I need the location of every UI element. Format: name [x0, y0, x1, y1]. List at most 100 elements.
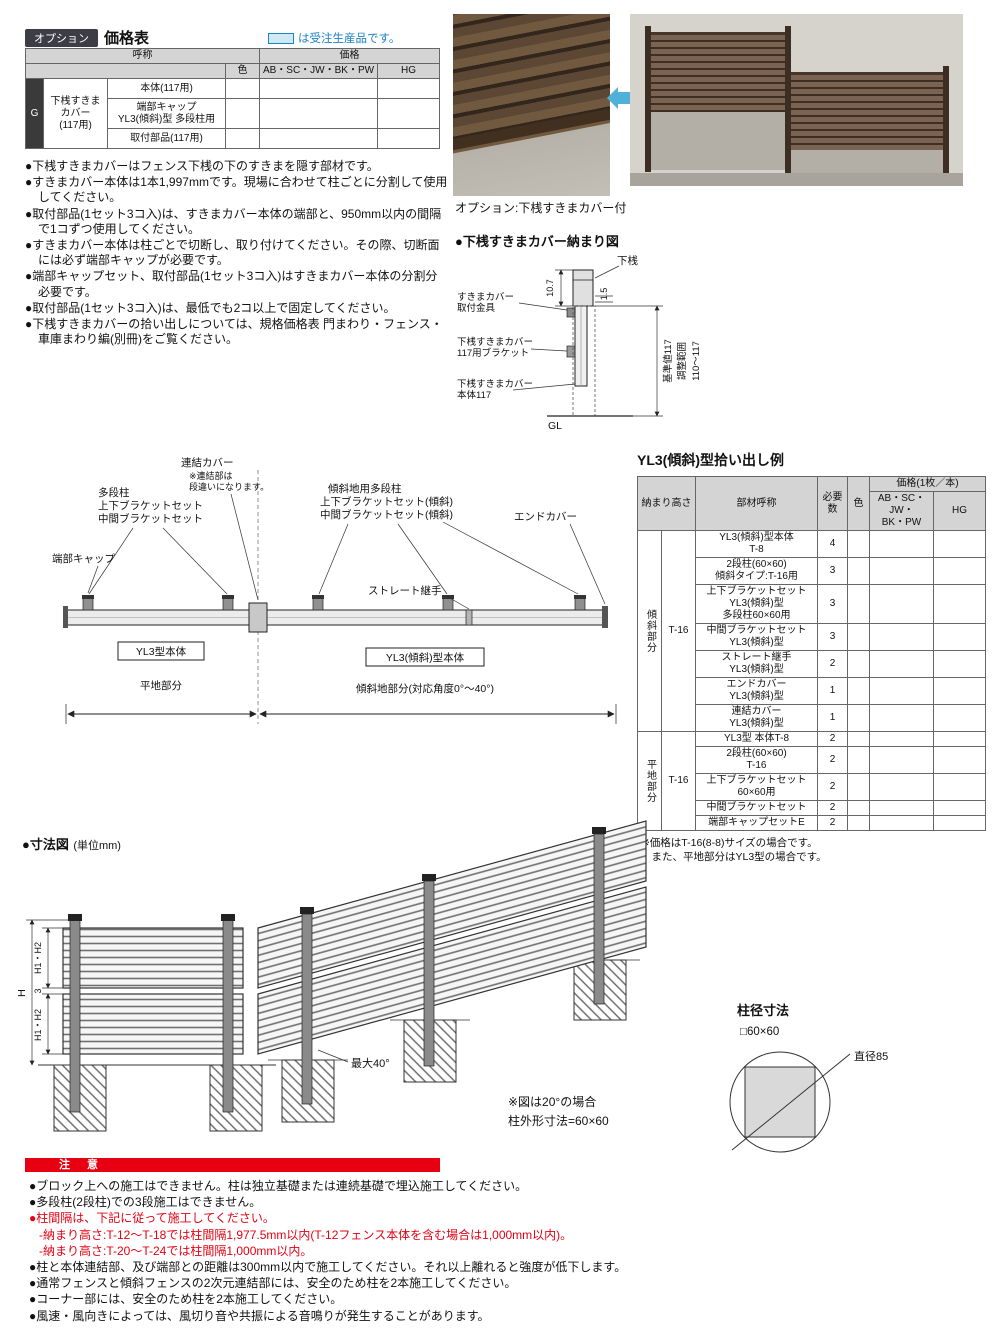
header-part: 部材呼称 [695, 476, 818, 531]
color-cell [847, 815, 870, 831]
area-flat: 平地部分 [637, 731, 662, 831]
g-marker: G [25, 78, 44, 149]
price-ab-cell [869, 800, 934, 816]
note-item: ●端部キャップセット、取付部品(1セット3コ入)はすきまカバー本体の分割分必要で… [25, 269, 438, 299]
group-name: 下桟すきま カバー (117用) [43, 78, 108, 149]
color-cell [847, 530, 870, 558]
label-bracket-1: 下桟すきまカバー [457, 336, 533, 348]
label-chosei: 調整範囲 [676, 342, 688, 380]
area-slope-height: T-16 [661, 530, 696, 732]
pickup-section: YL3(傾斜)型拾い出し例 納まり高さ 部材呼称 必要数 色 価格(1枚／本) … [637, 450, 987, 864]
dim-1-5: 1.5 [599, 288, 609, 301]
label-yl3-body: YL3型本体 [136, 645, 187, 658]
qty: 2 [817, 815, 848, 831]
caution-item: ●多段柱(2段柱)での3段施工はできません。 [29, 1195, 262, 1210]
part-name: YL3(傾斜)型本体 T-8 [695, 530, 818, 558]
caution-section: 注 意 ●ブロック上への施工はできません。柱は独立基礎または連続基礎で埋込施工し… [25, 1158, 985, 1324]
price-row: 端部キャップ YL3(傾斜)型 多段柱用 [26, 98, 440, 129]
label-straight-joint: ストレート継手 [368, 584, 442, 597]
header-hg: HG [377, 63, 440, 79]
part-name: 2段柱(60×60) T-16 [695, 746, 818, 774]
diagonal-line [731, 1053, 851, 1151]
header-height: 納まり高さ [637, 476, 696, 531]
item-name: 取付部品(117用) [107, 128, 226, 149]
diameter-circle [729, 1051, 831, 1153]
diameter-label: 直径85 [854, 1049, 888, 1063]
label-tadan-2: 上下ブラケットセット [98, 499, 203, 512]
drawing-note-1: ※図は20°の場合 [508, 1094, 596, 1109]
pickup-row: ストレート継手 YL3(傾斜)型 2 [638, 650, 987, 678]
price-hg-cell [932, 815, 987, 831]
header-price: 価格(1枚／本) [868, 476, 987, 492]
sunpo-title-row: ●寸法図 (単位mm) [22, 834, 121, 854]
price-hg-cell [932, 677, 987, 705]
pickup-row: 2段柱(60×60) 傾斜タイプ:T-16用 3 [638, 557, 987, 585]
dim-gap-3: 3 [33, 988, 43, 993]
qty: 2 [817, 746, 848, 774]
pickup-table: 納まり高さ 部材呼称 必要数 色 価格(1枚／本) AB・SC・JW・ BK・P… [637, 476, 987, 831]
color-cell [847, 677, 870, 705]
post-size-diagram: 直径85 [729, 1049, 888, 1153]
caution-banner: 注 意 [25, 1158, 440, 1172]
price-ab-cell [869, 773, 934, 801]
price-ab-cell [869, 677, 934, 705]
assembly-diagram: 連結カバー ※連結部は 段違いになります。 多段柱 上下ブラケットセット 中間ブ… [52, 456, 617, 724]
part-name: 端部キャップセットE [695, 815, 818, 831]
part-name: 上下ブラケットセット 60×60用 [695, 773, 818, 801]
pickup-row: 中間ブラケットセット 2 [638, 800, 987, 816]
color-cell [847, 800, 870, 816]
label-kijun: 基準値117 [662, 339, 674, 383]
qty: 1 [817, 677, 848, 705]
drawing-note-2: 柱外形寸法=60×60 [508, 1113, 609, 1128]
dimension-lines [26, 919, 349, 1066]
photo-caption: オプション:下桟すきまカバー付 [455, 201, 627, 215]
note-item: ●下桟すきまカバーはフェンス下桟の下のすきまを隠す部材です。 [25, 159, 379, 173]
note-item: ●すきまカバー本体は1本1,997mmです。現場に合わせて柱ごとに分割して使用し… [25, 175, 448, 205]
part-name: エンドカバー YL3(傾斜)型 [695, 677, 818, 705]
fence-bar [63, 602, 608, 633]
post-square [744, 1066, 816, 1138]
price-hg-cell [377, 98, 440, 129]
color-cell [225, 128, 260, 149]
header-spacer [25, 63, 226, 79]
label-kanagu-1: すきまカバー [457, 292, 514, 303]
base-wall [788, 150, 946, 174]
note-item: ●すきまカバー本体は柱ごとで切断し、取り付けてください。その際、切断面には必ず端… [25, 238, 440, 268]
label-max-angle: 最大40° [351, 1056, 390, 1070]
area-flat-height: T-16 [661, 731, 696, 831]
label-flat-area: 平地部分 [140, 679, 182, 692]
price-hg-cell [932, 650, 987, 678]
part-name: 連結カバー YL3(傾斜)型 [695, 704, 818, 732]
product-notes: ●下桟すきまカバーはフェンス下桟の下のすきまを隠す部材です。 ●すきまカバー本体… [25, 159, 449, 348]
label-slope-area: 傾斜地部分(対応角度0°〜40°) [356, 682, 494, 695]
color-cell [847, 623, 870, 651]
price-hg-cell [932, 731, 987, 747]
qty: 3 [817, 584, 848, 624]
caution-item: -納まり高さ:T-12〜T-18では柱間隔1,977.5mm以内(T-12フェン… [39, 1227, 573, 1242]
qty: 2 [817, 731, 848, 747]
dim-h1h2-top: H1・H2 [33, 942, 43, 974]
made-to-order-swatch [268, 32, 294, 44]
price-hg-cell [932, 584, 987, 624]
flat-fence [62, 914, 244, 1113]
label-keisha-1: 傾斜地用多段柱 [328, 482, 402, 495]
pickup-row: 上下ブラケットセット 60×60用 2 [638, 773, 987, 801]
caution-item: ●風速・風向きによっては、風切り音や共振による音鳴りが発生することがあります。 [29, 1308, 490, 1323]
price-row: 取付部品(117用) [26, 128, 440, 149]
price-ab-cell [869, 623, 934, 651]
price-table-title: 価格表 [104, 30, 150, 47]
qty: 3 [817, 557, 848, 585]
caution-item: ●ブロック上への施工はできません。柱は独立基礎または連続基礎で埋込施工してくださ… [29, 1179, 528, 1193]
pickup-header-row1: 納まり高さ 部材呼称 必要数 色 価格(1枚／本) [637, 476, 987, 531]
photo-cover-closeup [453, 14, 610, 196]
fence-post [785, 26, 791, 174]
caution-item: ●通常フェンスと傾斜フェンスの2次元連結部には、安全のため柱を2本施工してくださ… [29, 1276, 517, 1291]
price-ab-cell [259, 78, 378, 99]
header-name: 呼称 [25, 48, 260, 64]
label-renketsu-note1: ※連結部は [189, 470, 233, 481]
option-header: オプション価格表 [25, 27, 149, 48]
base-wall [648, 112, 788, 170]
label-range: 110〜117 [691, 341, 702, 381]
pointer-arrow-icon [607, 87, 631, 109]
pickup-row: 傾斜部分 T-16 YL3(傾斜)型本体 T-8 4 [637, 530, 987, 732]
